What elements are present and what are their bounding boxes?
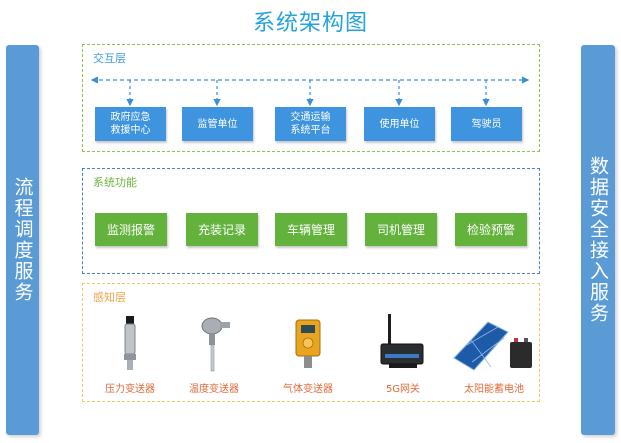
- interaction-layer: 交互层: [82, 44, 540, 152]
- device-5g-gateway: 5G网关: [361, 312, 445, 398]
- device-pressure-transmitter: 压力变送器: [88, 312, 172, 398]
- function-layer: 系统功能: [82, 168, 540, 274]
- data-security-access-service-bar: 数据安全接入服务: [581, 45, 615, 435]
- unit-box-transport-platform: 交通运输系统平台: [275, 107, 346, 141]
- interaction-layer-title: 交互层: [93, 52, 126, 65]
- device-label: 气体变送器: [283, 384, 333, 395]
- left-bar-label: 流程调度服务: [11, 177, 34, 303]
- unit-box-emergency-center: 政府应急救援中心: [95, 107, 166, 141]
- unit-box-supervision: 监管单位: [182, 107, 253, 141]
- device-label: 5G网关: [385, 384, 421, 395]
- process-scheduling-service-bar: 流程调度服务: [6, 45, 39, 435]
- device-temperature-transmitter: 温度变送器: [172, 312, 256, 398]
- sensing-layer: 感知层: [82, 283, 540, 402]
- module-monitoring-alarm: 监测报警: [95, 213, 167, 246]
- solar-battery-icon: [453, 321, 532, 371]
- device-gas-transmitter: 气体变送器: [266, 312, 350, 398]
- device-solar-battery: 太阳能蓄电池: [452, 312, 536, 398]
- unit-box-user-unit: 使用单位: [364, 107, 435, 141]
- unit-box-driver: 驾驶员: [451, 107, 522, 141]
- temperature-transmitter-icon: [201, 317, 230, 372]
- module-filling-record: 充装记录: [186, 213, 258, 246]
- module-vehicle-management: 车辆管理: [275, 213, 347, 246]
- device-label: 温度变送器: [189, 384, 239, 395]
- sensing-layer-title: 感知层: [93, 291, 126, 304]
- 5g-gateway-icon: [380, 314, 424, 368]
- right-bar-label: 数据安全接入服务: [587, 156, 609, 324]
- function-layer-title: 系统功能: [93, 176, 137, 189]
- module-inspection-warning: 检验预警: [455, 213, 527, 246]
- gas-transmitter-icon: [295, 319, 321, 368]
- device-label: 压力变送器: [105, 384, 155, 395]
- pressure-transmitter-icon: [124, 316, 136, 370]
- diagram-title: 系统架构图: [252, 11, 368, 36]
- device-label: 太阳能蓄电池: [464, 384, 524, 395]
- module-driver-management: 司机管理: [365, 213, 437, 246]
